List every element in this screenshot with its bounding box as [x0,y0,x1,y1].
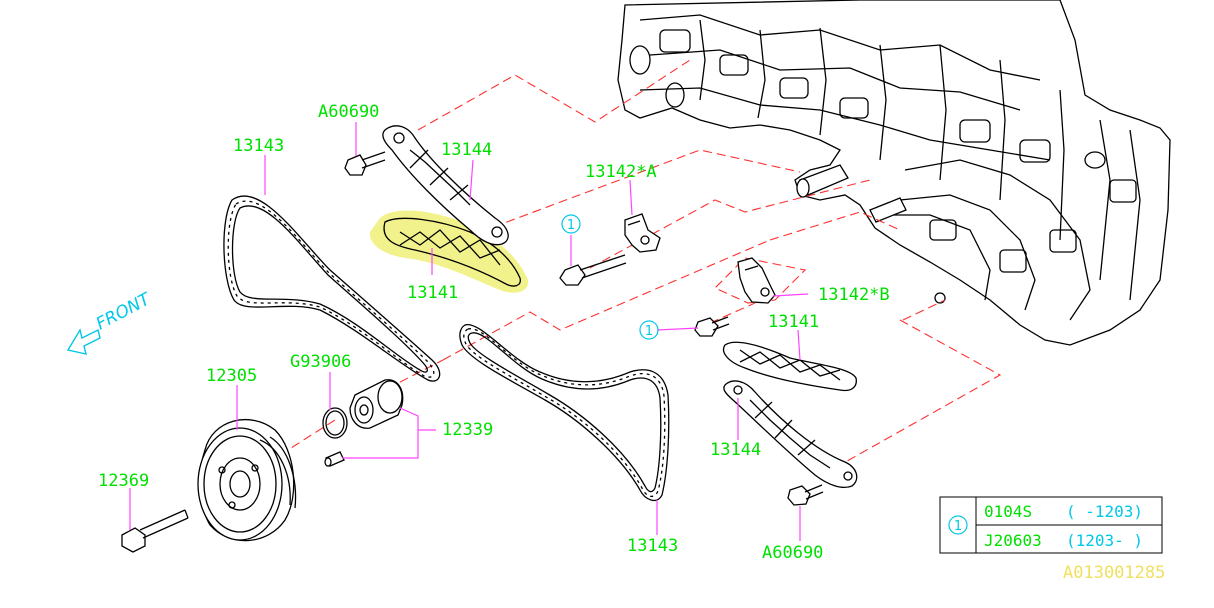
chain-guide-13141-right [722,341,857,392]
callout-13143-bottom: 13143 [627,536,678,556]
applicability-table: 1 0104S ( -1203) J20603 (1203- ) [939,496,1163,554]
table-marker: 1 [954,519,962,534]
marker-bolt-a: 1 [561,214,581,234]
callout-g93906: G93906 [290,352,351,372]
callout-13141-right: 13141 [768,312,819,332]
bolt-a60690-bottom [787,484,824,506]
leader-lines [129,122,809,541]
idler-12339 [324,379,404,467]
callout-a60690-top: A60690 [318,102,379,122]
engine-block [617,0,1171,346]
reference-code: A013001285 [1063,563,1165,583]
bolt-a60690-top [344,151,386,176]
marker-bolt-b-label: 1 [645,324,653,339]
callout-13142-a: 13142*A [585,162,657,182]
tensioner-13142-b [737,257,776,304]
crank-bolt-12369 [121,509,189,553]
table-row-1-part: 0104S [984,502,1032,521]
tensioner-arm-13144-right [723,380,858,489]
callout-13143-left: 13143 [233,136,284,156]
timing-chain-left [223,195,441,382]
callout-13144-right: 13144 [710,440,761,460]
callout-12305: 12305 [206,366,257,386]
marker-bolt-b: 1 [639,320,659,340]
front-direction-arrow: FRONT [66,289,155,355]
crank-pulley-12305 [197,418,297,542]
front-label: FRONT [93,289,155,335]
o-ring-g93906 [322,407,348,439]
callout-13142-b: 13142*B [818,285,890,305]
callout-12339: 12339 [442,420,493,440]
chain-guide-13141-highlighted [383,217,521,287]
tensioner-13142-a [624,213,661,253]
timing-chain-right [459,324,670,502]
callout-13144-top: 13144 [441,140,492,160]
callout-12369: 12369 [98,471,149,491]
table-row-1-range: ( -1203) [1066,502,1143,521]
marker-bolt-a-label: 1 [567,218,575,233]
callout-a60690-bottom: A60690 [762,543,823,563]
bolt-1-b [694,316,730,337]
table-row-2-range: (1203- ) [1066,531,1143,550]
bolt-1-a [559,254,627,286]
callout-13141-highlighted: 13141 [407,283,458,303]
callouts: A60690 13143 13144 13141 13142*A 13142*B… [98,102,890,563]
tensioner-arm-13144-top [382,125,509,246]
table-row-2-part: J20603 [984,531,1042,550]
highlight-13141 [369,210,529,293]
